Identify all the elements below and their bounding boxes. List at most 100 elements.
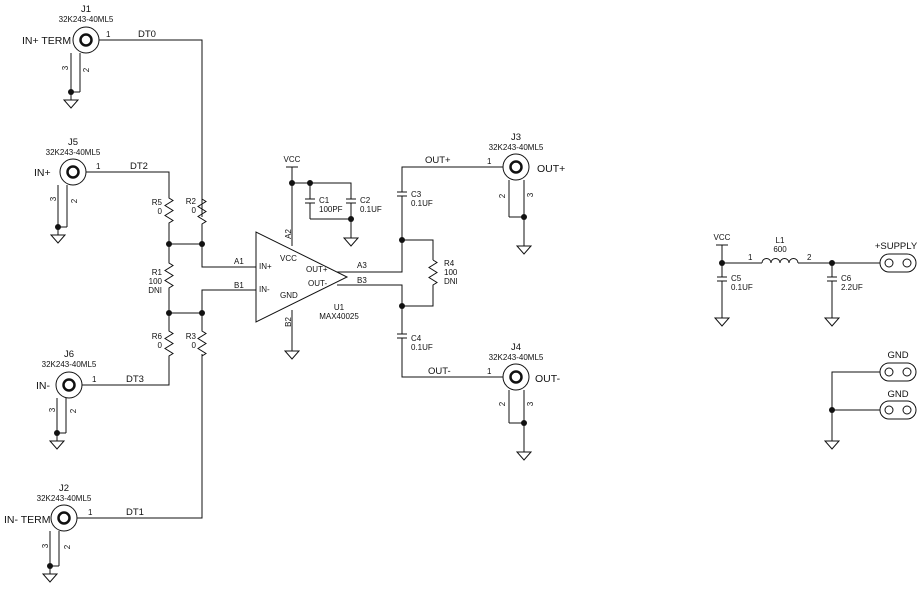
power-supply: VCC L1 600 1 2 C5 0.1UF C6 2.2UF +SUPPLY: [714, 233, 918, 327]
r5-ref: R5: [152, 198, 163, 207]
connector-j3: J3 32K243-40ML5 OUT+ 1 2 3: [487, 132, 565, 255]
capacitor-c1: [305, 183, 315, 219]
r6-value: 0: [158, 341, 163, 350]
r1-ref: R1: [152, 268, 163, 277]
c3-value: 0.1UF: [411, 199, 433, 208]
j1-center-pin: [79, 33, 93, 47]
wire-a3: [337, 240, 403, 273]
supply-vcc-label: VCC: [714, 233, 731, 242]
junction-dot: [521, 214, 527, 220]
ground-symbol: [343, 229, 359, 247]
ground-symbol: [714, 309, 730, 327]
connector-j1: J1 32K243-40ML5 IN+ TERM 1 2 3 DT0: [22, 4, 203, 217]
c6-ref: C6: [841, 274, 852, 283]
capacitor-c5: [717, 263, 727, 310]
j6-pin2: 2: [69, 408, 78, 413]
j3-ref: J3: [511, 132, 521, 143]
ground-symbol: [516, 237, 532, 255]
wire-dt2: [86, 171, 170, 195]
j4-center-pin: [509, 370, 523, 384]
connector-j4: J4 32K243-40ML5 OUT- 1 2 3: [487, 342, 561, 461]
opamp-body: [255, 231, 349, 323]
u1-pin-in-plus: IN+: [259, 262, 272, 271]
net-out-minus: OUT-: [428, 366, 451, 377]
j3-part: 32K243-40ML5: [489, 143, 544, 152]
r2-ref: R2: [186, 197, 197, 206]
net-dt2: DT2: [130, 161, 148, 172]
l1-pin1: 1: [748, 253, 753, 262]
ground-symbol: [49, 432, 65, 450]
wire-dt1: [77, 354, 203, 519]
j5-part: 32K243-40ML5: [46, 148, 101, 157]
l1-pin2: 2: [807, 253, 812, 262]
opamp-u1: IN+ IN- VCC GND OUT+ OUT- A2 B2 U1 MAX40…: [255, 155, 359, 360]
c4-value: 0.1UF: [411, 343, 433, 352]
j5-outer-ring: [59, 158, 87, 186]
capacitor-c4: [397, 306, 503, 378]
r1-note: DNI: [148, 286, 162, 295]
gnd-header2-label: GND: [887, 389, 908, 400]
j6-ref: J6: [64, 349, 74, 360]
gnd-header1-label: GND: [887, 350, 908, 361]
resistor-r1: [164, 244, 174, 313]
j1-label: IN+ TERM: [22, 35, 71, 47]
r1-value: 100: [149, 277, 163, 286]
l1-value: 600: [773, 245, 787, 254]
junction-dot: [829, 407, 835, 413]
u1-pin-gnd: GND: [280, 291, 298, 300]
c3-ref: C3: [411, 190, 422, 199]
j6-label: IN-: [36, 380, 51, 392]
c1-ref: C1: [319, 196, 330, 205]
net-out-plus: OUT+: [425, 155, 451, 166]
j2-pin3: 3: [41, 543, 50, 548]
c6-value: 2.2UF: [841, 283, 863, 292]
r4-ref: R4: [444, 259, 455, 268]
wire-b1: [201, 289, 256, 313]
capacitor-c3: [397, 166, 503, 240]
net-a3: A3: [357, 261, 367, 270]
ground-symbol: [824, 432, 840, 450]
j1-pin1: 1: [106, 30, 111, 39]
j5-pin2: 2: [70, 198, 79, 203]
u1-pin-b2: B2: [284, 317, 293, 327]
c4-ref: C4: [411, 334, 422, 343]
resistor-r5: [164, 195, 174, 244]
j4-ref: J4: [511, 342, 521, 353]
r3-ref: R3: [186, 332, 197, 341]
j2-center-pin: [57, 511, 71, 525]
ground-symbol: [516, 443, 532, 461]
j4-pin2: 2: [498, 401, 507, 406]
r2-value: 0: [192, 206, 197, 215]
supply-header-jack: [879, 253, 917, 273]
j4-pin3: 3: [526, 401, 535, 406]
net-b1: B1: [234, 281, 244, 290]
j2-pin1: 1: [88, 508, 93, 517]
j6-part: 32K243-40ML5: [42, 360, 97, 369]
u1-part: MAX40025: [319, 312, 359, 321]
resistor-r3: [197, 313, 207, 357]
net-dt0: DT0: [138, 29, 156, 40]
c5-ref: C5: [731, 274, 742, 283]
j4-outer-ring: [502, 363, 530, 391]
wire-dt3: [82, 357, 170, 386]
j5-label: IN+: [34, 167, 51, 179]
connector-j5: J5 32K243-40ML5 IN+ 1 2 3 DT2: [34, 137, 170, 244]
j2-ref: J2: [59, 483, 69, 494]
j6-center-pin: [62, 378, 76, 392]
r4-value: 100: [444, 268, 458, 277]
j5-center-pin: [66, 165, 80, 179]
net-a1: A1: [234, 257, 244, 266]
j1-ref: J1: [81, 4, 91, 15]
j6-outer-ring: [55, 371, 83, 399]
j1-outer-ring: [72, 26, 100, 54]
j1-pin3: 3: [61, 65, 70, 70]
output-network: A3 B3 C3 0.1UF OUT+ C4 0.1UF OUT- R4 100…: [337, 155, 503, 378]
j2-part: 32K243-40ML5: [37, 494, 92, 503]
junction-dot: [348, 216, 354, 222]
j3-center-pin: [509, 160, 523, 174]
net-b3: B3: [357, 276, 367, 285]
j4-part: 32K243-40ML5: [489, 353, 544, 362]
u1-vcc-label: VCC: [284, 155, 301, 164]
j6-pin3: 3: [48, 407, 57, 412]
j3-pin1: 1: [487, 157, 492, 166]
